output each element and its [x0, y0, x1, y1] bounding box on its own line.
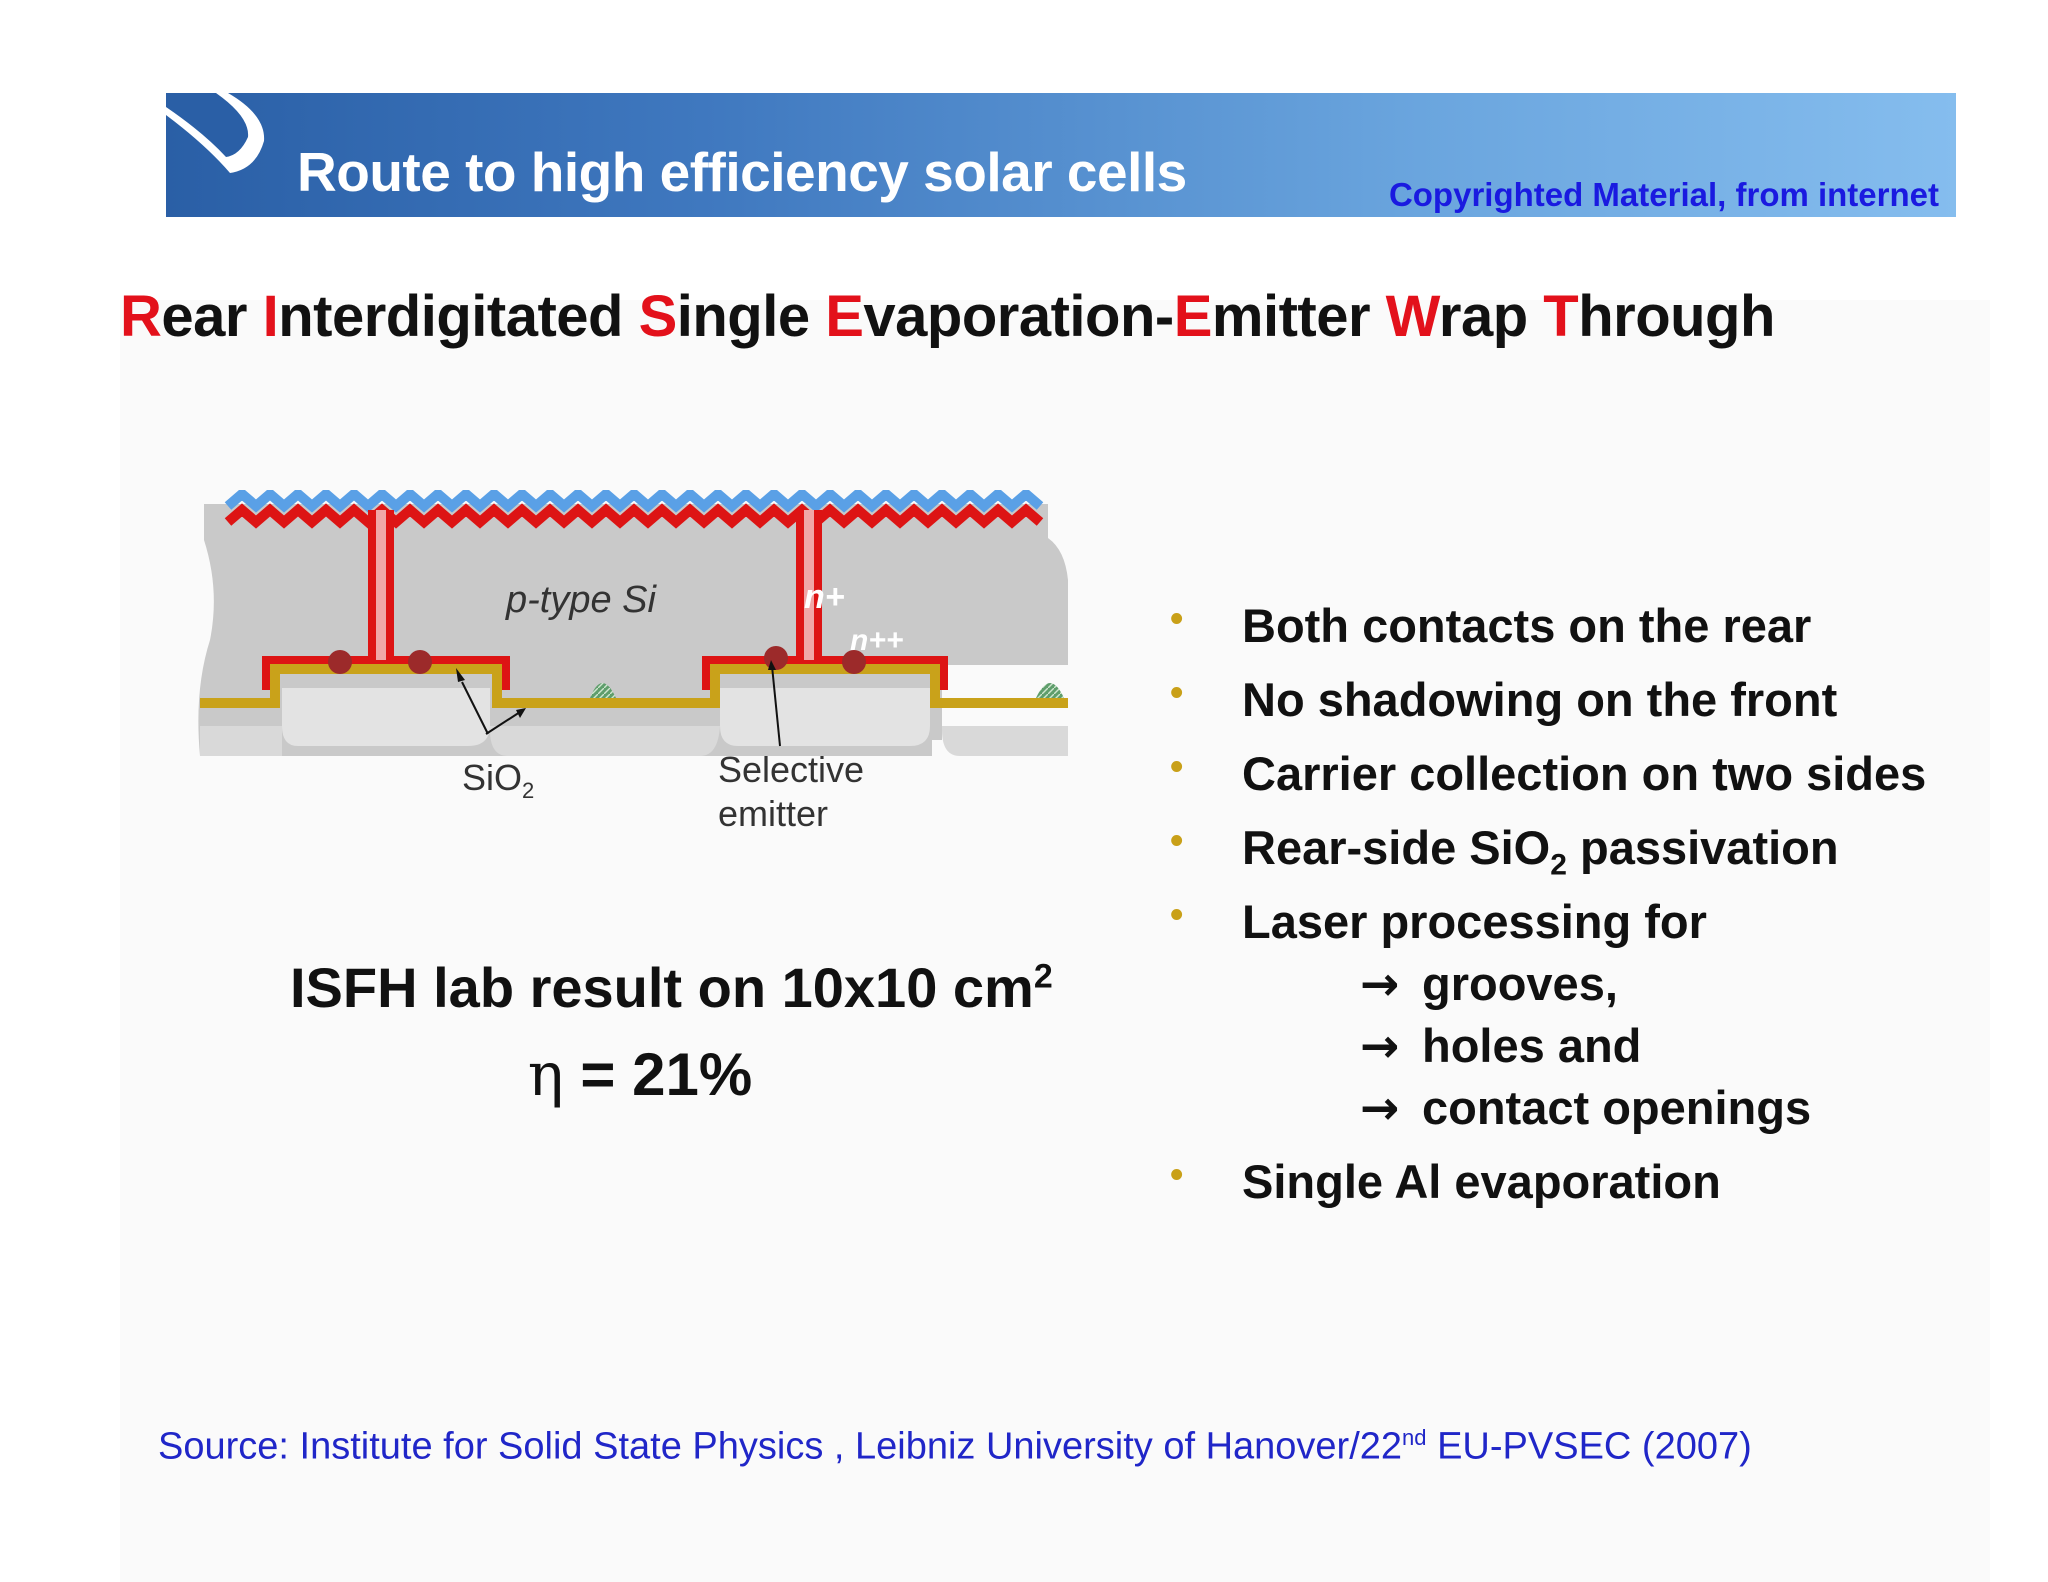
pointer-line	[485, 711, 521, 735]
acronym-word: Interdigitated	[263, 284, 639, 349]
selective-emitter-dot	[764, 646, 788, 670]
sio2-label: SiO2	[462, 757, 534, 803]
rear-emitter	[702, 656, 710, 690]
rear-emitter	[710, 656, 940, 664]
bullet-icon: •	[1170, 820, 1184, 862]
acronym-heading: Rear Interdigitated Single Evaporation-E…	[120, 283, 1775, 350]
source-text: Source: Institute for Solid State Physic…	[158, 1425, 1403, 1468]
lab-result-sup: 2	[1033, 957, 1053, 996]
sub-list-item-text: holes and	[1422, 1019, 1642, 1072]
acronym-initial: S	[638, 284, 678, 349]
rear-emitter	[262, 656, 270, 690]
n-plus-label: n+	[804, 578, 845, 616]
sub-list-item: → grooves,	[1360, 956, 1618, 1012]
base-contact	[590, 683, 616, 698]
arrow-right-icon: →	[1360, 957, 1400, 1012]
efficiency-text: = 21%	[563, 1041, 753, 1108]
lab-result: ISFH lab result on 10x10 cm2	[290, 955, 1053, 1020]
acronym-word: Wrap	[1386, 284, 1544, 349]
bullet-icon: •	[1170, 746, 1184, 788]
acronym-rest: nterdigitated	[278, 284, 639, 349]
acronym-initial: E	[1173, 284, 1213, 349]
front-emitter	[224, 503, 1044, 529]
eta-symbol: η	[527, 1040, 564, 1110]
list-item-text: Carrier collection on two sides	[1242, 747, 1927, 800]
sub-list-item: → contact openings	[1360, 1080, 1811, 1136]
pointer-line	[461, 681, 489, 735]
list-item-text: Both contacts on the rear	[1242, 599, 1812, 652]
bullet-icon: •	[1170, 894, 1184, 936]
bullet-icon: •	[1170, 1154, 1184, 1196]
acronym-initial: R	[120, 284, 162, 349]
acronym-initial: W	[1385, 284, 1440, 349]
acronym-rest: rap	[1438, 284, 1544, 349]
rear-shelf	[282, 688, 490, 746]
front-arc-layer	[224, 490, 1044, 513]
bullet-icon: •	[1170, 598, 1184, 640]
base-contact	[1036, 683, 1064, 698]
bulk-label: p-type Si	[505, 579, 658, 621]
lab-result-text: ISFH lab result on 10x10 cm	[290, 956, 1034, 1019]
source-sup: nd	[1402, 1425, 1427, 1450]
sub-list-item-text: contact openings	[1422, 1081, 1812, 1134]
efficiency-value: η = 21%	[290, 1040, 990, 1110]
n-plus-plus-label: n++	[850, 624, 903, 657]
selective-emitter-dot	[842, 650, 866, 674]
copyright-notice: Copyrighted Material, from internet	[1388, 176, 1939, 213]
selective-emitter-dot	[328, 650, 352, 674]
source-citation: Source: Institute for Solid State Physic…	[158, 1425, 1752, 1469]
acronym-initial: T	[1543, 284, 1579, 349]
list-item-text: Laser processing for	[1242, 895, 1707, 948]
acronym-initial: E	[825, 284, 864, 349]
acronym-rest: ear	[161, 284, 263, 349]
list-item-text: Rear-side SiO2 passivation	[1242, 821, 1839, 882]
acronym-word: Emitter	[1174, 284, 1386, 349]
selective-emitter-label: Selective	[718, 749, 864, 790]
rear-shelf	[490, 726, 720, 756]
swoosh-logo-icon	[166, 93, 265, 173]
source-text-end: EU-PVSEC (2007)	[1426, 1425, 1752, 1468]
rear-shelf	[200, 726, 282, 756]
pointer-arrowhead	[768, 660, 776, 670]
rear-shelf	[720, 688, 930, 746]
cell-cross-section-diagram: p-type Si n+ n++ SiO2 Selective emitter	[198, 490, 1068, 834]
rear-emitter	[502, 656, 510, 690]
title-bar	[166, 93, 1956, 217]
rear-shelf	[942, 726, 1068, 756]
selective-emitter-dot	[408, 650, 432, 674]
list-item-text: Single Al evaporation	[1242, 1155, 1721, 1208]
acronym-word: Single	[639, 284, 826, 349]
acronym-initial: I	[262, 284, 279, 349]
sub-list-item: → holes and	[1360, 1018, 1641, 1074]
acronym-rest: hrough	[1578, 284, 1775, 349]
list-item-text: No shadowing on the front	[1242, 673, 1838, 726]
acronym-word: Through	[1543, 284, 1775, 349]
metal-contact	[200, 664, 1068, 708]
wrap-through-hole	[376, 510, 386, 660]
acronym-rest: ingle	[676, 284, 826, 349]
acronym-word: Evaporation-	[825, 284, 1174, 349]
pointer-arrowhead	[456, 668, 465, 682]
pointer-arrowhead	[516, 708, 526, 718]
slide-title: Route to high efficiency solar cells	[297, 141, 1187, 203]
sub-list-item-text: grooves,	[1422, 957, 1618, 1010]
bullet-icon: •	[1170, 672, 1184, 714]
arrow-right-icon: →	[1360, 1019, 1400, 1074]
acronym-rest: mitter	[1211, 284, 1386, 349]
selective-emitter-label: emitter	[718, 793, 828, 834]
acronym-rest: vaporation-	[863, 284, 1174, 349]
rear-emitter	[940, 656, 948, 690]
acronym-word: Rear	[120, 284, 263, 349]
arrow-right-icon: →	[1360, 1081, 1400, 1136]
wrap-through-hole	[804, 510, 814, 660]
pointer-line	[771, 665, 781, 747]
